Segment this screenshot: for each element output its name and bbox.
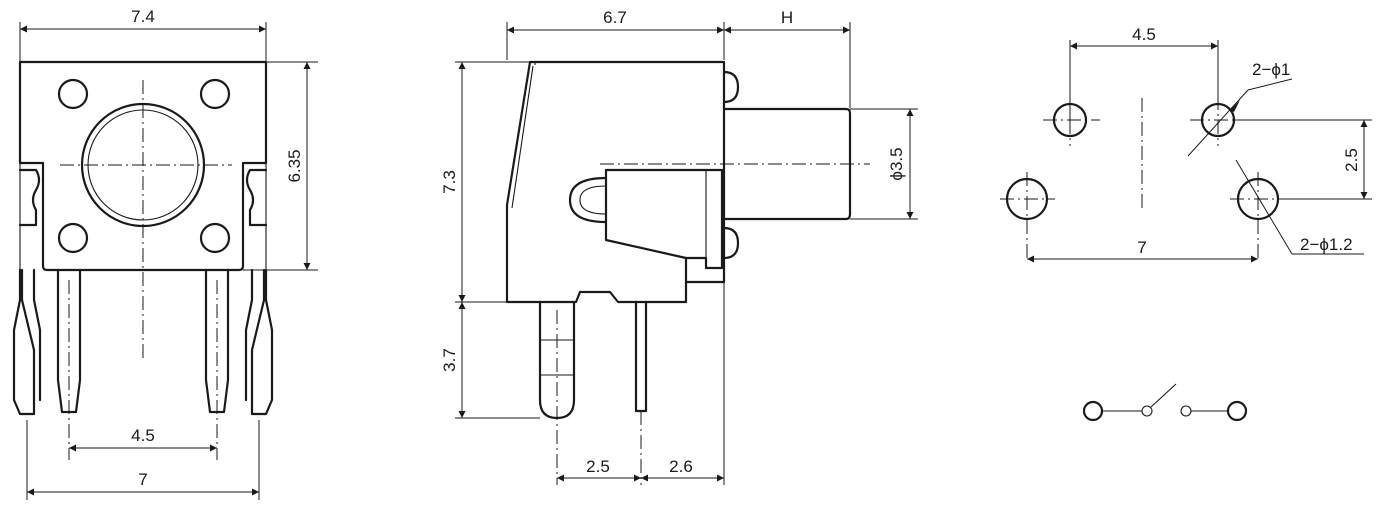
front-view: 7.4 [12,7,318,500]
side-depth-label: 6.7 [603,8,627,27]
side-pin-length-label: 3.7 [440,348,459,372]
side-view: 6.7 H 7.3 3.7 [440,8,918,485]
pcb-bottom-spacing-label: 7 [1137,238,1146,257]
side-pin-offset-b-label: 2.6 [669,457,693,476]
pcb-top-spacing-label: 4.5 [1132,25,1156,44]
front-pin-spacing-label: 4.5 [131,426,155,445]
front-total-width-label: 7 [138,470,147,489]
switch-symbol [1082,383,1248,422]
pcb-large-holes-label: 2−ϕ1.2 [1300,235,1353,254]
pcb-vertical-offset-label: 2.5 [1342,148,1361,172]
side-height-label: 7.3 [440,170,459,194]
pcb-layout: 4.5 2−ϕ1 2−ϕ1.2 2.5 7 [1000,25,1372,263]
front-height-label: 6.35 [285,149,304,182]
side-actuator-length-label: H [781,8,793,27]
front-width-label: 7.4 [131,7,155,26]
pcb-small-holes-label: 2−ϕ1 [1252,60,1290,79]
side-actuator-diameter-label: ϕ3.5 [887,147,906,180]
side-pin-offset-a-label: 2.5 [586,457,610,476]
